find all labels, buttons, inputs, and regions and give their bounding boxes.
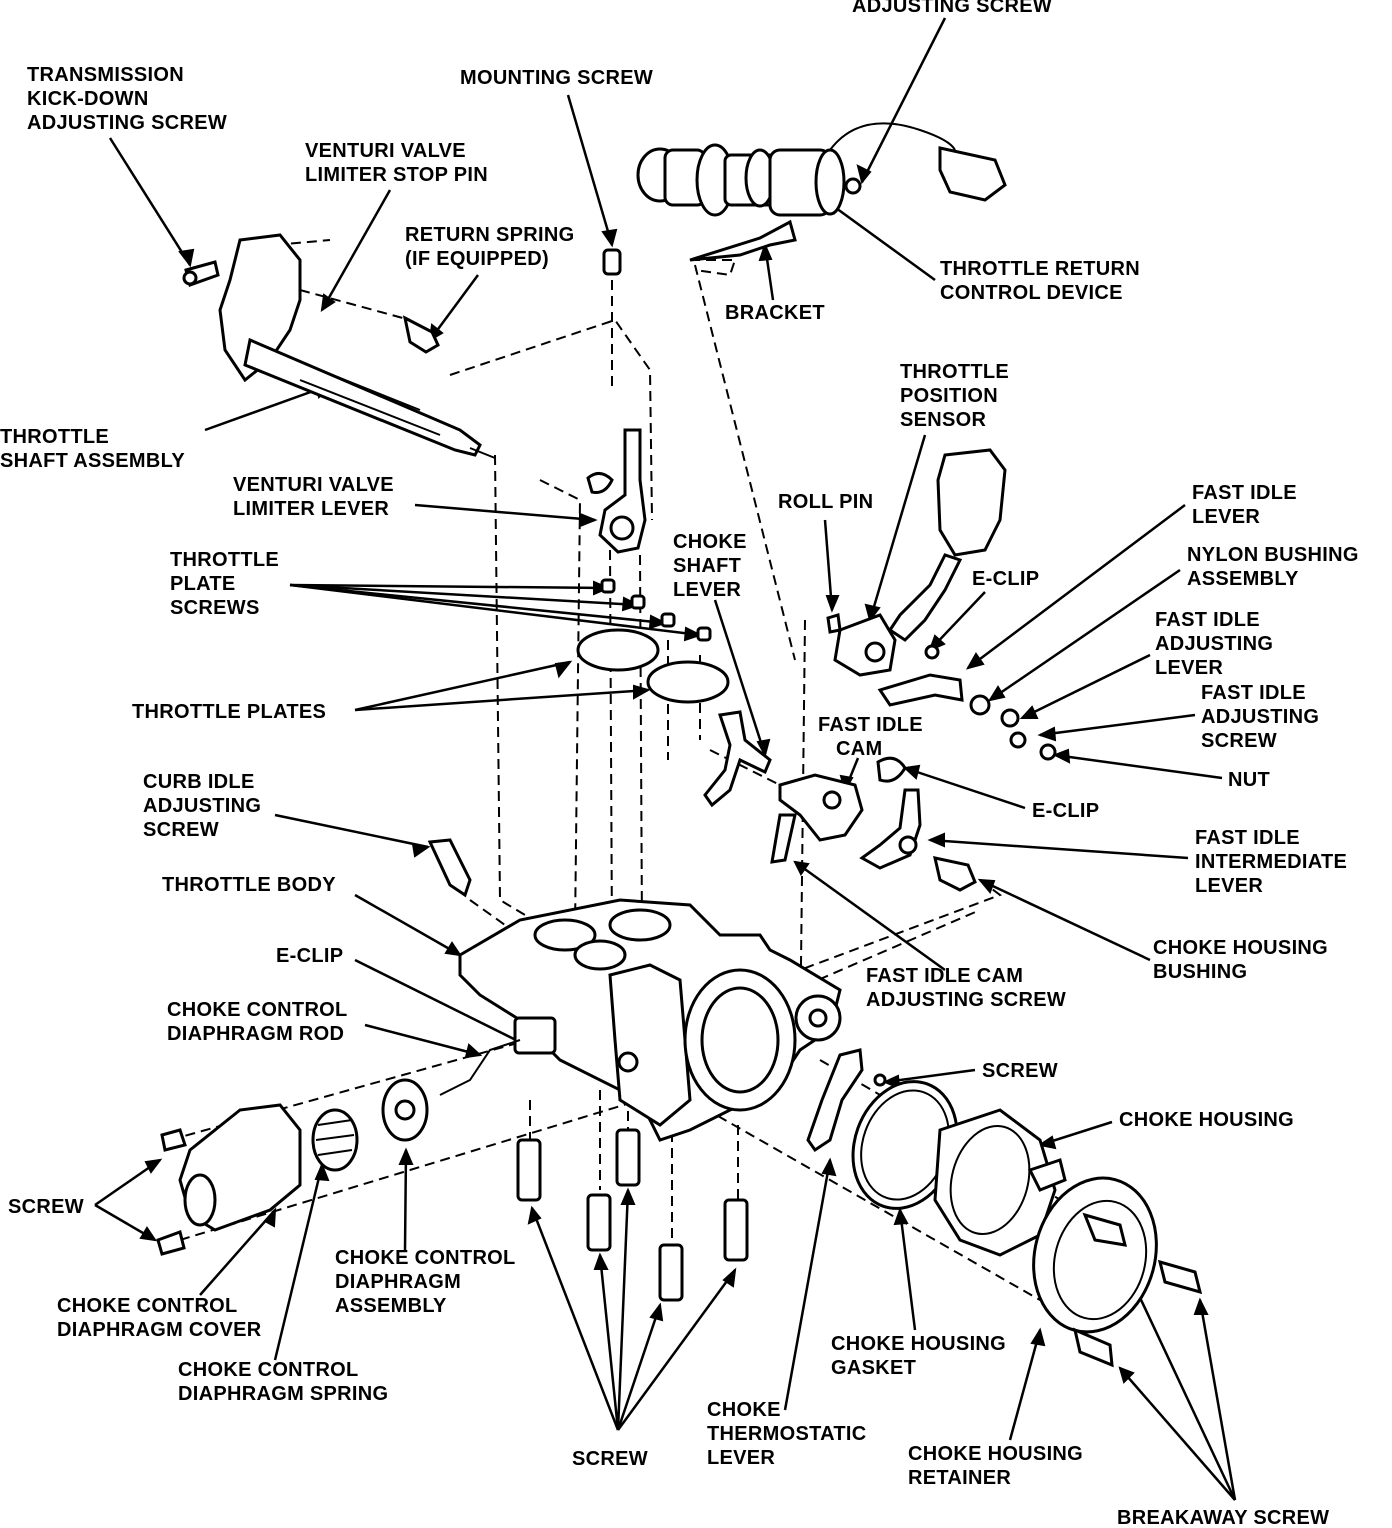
label-throttle-body: THROTTLE BODY xyxy=(162,874,336,896)
throttle-shaft-assembly xyxy=(182,233,496,459)
curb-idle-screw-part xyxy=(427,838,472,898)
label-choke-diaphragm-assembly: CHOKE CONTROL DIAPHRAGM ASSEMBLY xyxy=(335,1247,516,1317)
label-choke-housing-retainer: CHOKE HOUSING RETAINER xyxy=(908,1443,1084,1489)
label-fast-idle-cam: FAST IDLE CAM xyxy=(818,714,923,760)
label-e-clip-right: E-CLIP xyxy=(1032,800,1100,822)
choke-shaft-lever-part xyxy=(703,710,772,808)
label-roll-pin: ROLL PIN xyxy=(778,491,874,513)
throttle-position-sensor-part xyxy=(826,448,1007,677)
leader-lines xyxy=(94,17,1237,1501)
throttle-plates-part xyxy=(576,578,730,704)
label-mounting-screw: MOUNTING SCREW xyxy=(460,67,654,89)
label-throttle-plates: THROTTLE PLATES xyxy=(132,701,327,723)
label-fast-idle-adjusting-lever: FAST IDLE ADJUSTING LEVER xyxy=(1155,609,1274,679)
label-choke-diaphragm-cover: CHOKE CONTROL DIAPHRAGM COVER xyxy=(57,1295,262,1341)
label-choke-diaphragm-spring: CHOKE CONTROL DIAPHRAGM SPRING xyxy=(178,1359,389,1405)
label-transmission-kickdown: TRANSMISSION KICK-DOWN ADJUSTING SCREW xyxy=(27,64,228,134)
label-throttle-position-sensor: THROTTLE POSITION SENSOR xyxy=(900,361,1010,431)
choke-thermostatic-lever-part xyxy=(806,1048,887,1153)
choke-diaphragm-rod-part xyxy=(439,1039,521,1096)
label-choke-thermostatic-lever: CHOKE THERMOSTATIC LEVER xyxy=(707,1399,867,1469)
label-curb-idle: CURB IDLE ADJUSTING SCREW xyxy=(143,771,262,841)
label-venturi-stop-pin: VENTURI VALVE LIMITER STOP PIN xyxy=(305,140,488,186)
label-choke-diaphragm-rod: CHOKE CONTROL DIAPHRAGM ROD xyxy=(167,999,348,1045)
throttle-body-part xyxy=(458,898,842,1142)
label-screw-right: SCREW xyxy=(982,1060,1058,1082)
fast-idle-cam-part xyxy=(770,773,864,864)
label-nylon-bushing: NYLON BUSHING ASSEMBLY xyxy=(1187,544,1359,590)
label-choke-housing: CHOKE HOUSING xyxy=(1119,1109,1295,1131)
label-bracket: BRACKET xyxy=(725,302,825,324)
mounting-screw-part xyxy=(602,248,622,276)
label-return-spring: RETURN SPRING (IF EQUIPPED) xyxy=(405,224,575,270)
label-e-clip-upper: E-CLIP xyxy=(972,568,1040,590)
label-nut: NUT xyxy=(1228,769,1271,791)
label-throttle-return-control: THROTTLE RETURN CONTROL DEVICE xyxy=(940,258,1141,304)
label-choke-housing-gasket: CHOKE HOUSING GASKET xyxy=(831,1333,1007,1379)
label-adjusting-screw-top: ADJUSTING SCREW xyxy=(852,0,1053,17)
label-throttle-plate-screws: THROTTLE PLATE SCREWS xyxy=(170,549,280,619)
label-venturi-limiter-lever: VENTURI VALVE LIMITER LEVER xyxy=(233,474,394,520)
label-fast-idle-lever: FAST IDLE LEVER xyxy=(1192,482,1297,528)
label-choke-shaft-lever: CHOKE SHAFT LEVER xyxy=(673,531,747,601)
label-breakaway-screw: BREAKAWAY SCREW xyxy=(1117,1507,1330,1528)
label-screw-left: SCREW xyxy=(8,1196,84,1218)
venturi-limiter-lever-part xyxy=(586,428,647,554)
label-choke-housing-bushing: CHOKE HOUSING BUSHING xyxy=(1153,937,1329,983)
choke-diaphragm-group xyxy=(156,1078,429,1256)
label-fast-idle-intermediate: FAST IDLE INTERMEDIATE LEVER xyxy=(1195,827,1348,897)
throttle-return-control-device xyxy=(636,122,1007,262)
label-fast-idle-adjusting-screw: FAST IDLE ADJUSTING SCREW xyxy=(1201,682,1320,752)
label-fast-idle-cam-adjusting: FAST IDLE CAM ADJUSTING SCREW xyxy=(866,965,1067,1011)
fast-idle-lever-part xyxy=(859,644,1057,892)
bottom-screws-part xyxy=(516,1128,749,1302)
label-e-clip-left: E-CLIP xyxy=(276,945,344,967)
arrowheads xyxy=(139,164,1209,1384)
label-screw-bottom: SCREW xyxy=(572,1448,648,1470)
label-throttle-shaft-assembly: THROTTLE SHAFT ASSEMBLY xyxy=(0,426,185,472)
choke-housing-group xyxy=(851,1080,1203,1368)
